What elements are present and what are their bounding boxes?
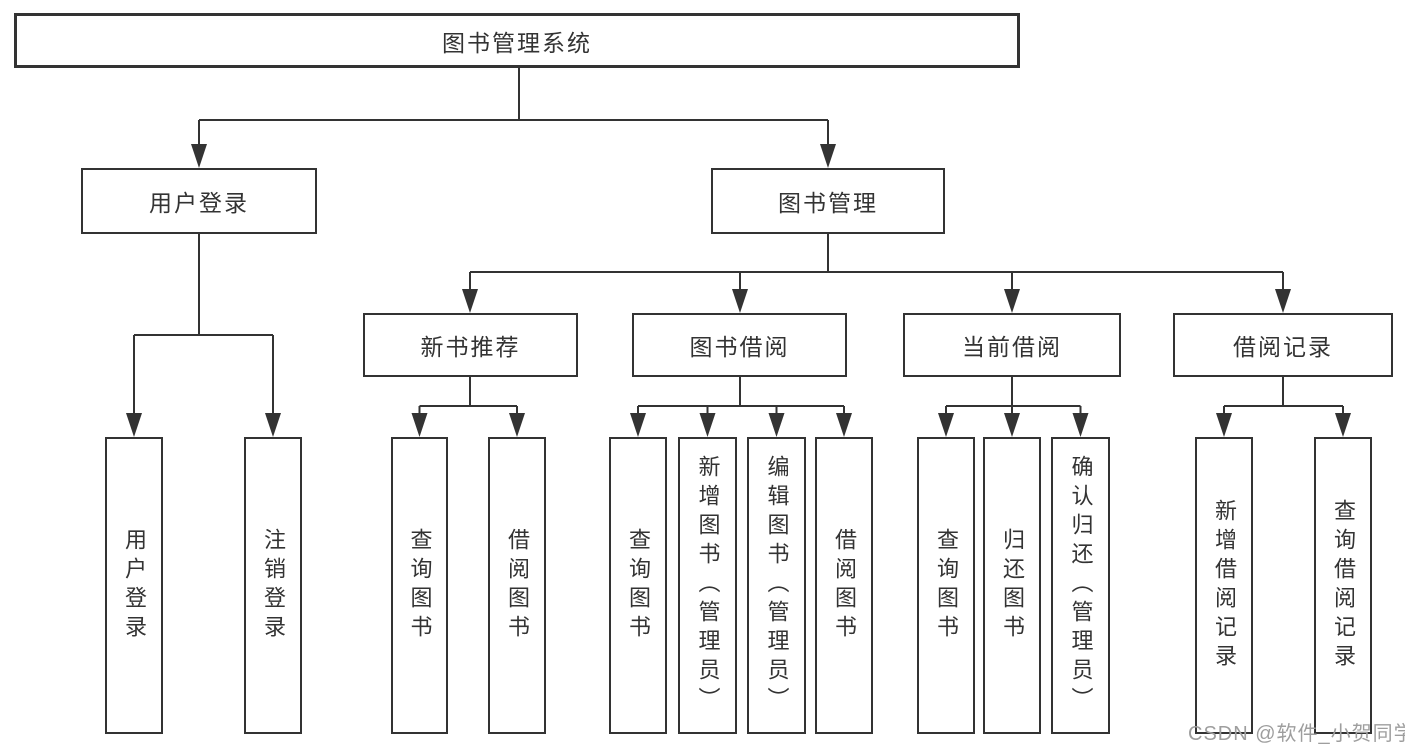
node-label: 新增图书（管理员） (695, 455, 721, 716)
node-label: 新增借阅记录 (1212, 498, 1237, 673)
node-label: 查询图书 (934, 527, 959, 644)
node-label: 查询图书 (626, 527, 651, 644)
leaf-query-books-newbook: 查询图书 (391, 437, 448, 734)
leaf-borrow-books-borrowing: 借阅图书 (815, 437, 873, 734)
leaf-add-borrow-record: 新增借阅记录 (1195, 437, 1253, 734)
csdn-watermark: CSDN @软件_小贺同学 (1188, 723, 1405, 745)
node-label: 用户登录 (149, 190, 249, 216)
node-book-borrowing: 图书借阅 (632, 313, 847, 377)
node-label: 注销登录 (261, 527, 286, 644)
leaf-query-books-borrowing: 查询图书 (609, 437, 667, 734)
node-label: 图书管理系统 (442, 29, 592, 56)
leaf-query-borrow-record: 查询借阅记录 (1314, 437, 1372, 734)
node-label: 归还图书 (1000, 527, 1025, 644)
node-new-book-recommendation: 新书推荐 (363, 313, 578, 377)
node-label: 编辑图书（管理员） (764, 455, 790, 716)
arrowheads (126, 144, 1351, 437)
node-label: 借阅图书 (832, 527, 857, 644)
leaf-user-login: 用户登录 (105, 437, 163, 734)
leaf-edit-books-admin: 编辑图书（管理员） (747, 437, 806, 734)
node-label: 借阅记录 (1233, 334, 1333, 360)
node-label: 用户登录 (122, 527, 147, 644)
node-label: 当前借阅 (962, 334, 1062, 360)
leaf-confirm-return-admin: 确认归还（管理员） (1051, 437, 1110, 734)
node-label: 确认归还（管理员） (1068, 455, 1094, 716)
node-current-borrowing: 当前借阅 (903, 313, 1121, 377)
node-label: 查询图书 (407, 527, 433, 644)
leaf-return-books: 归还图书 (983, 437, 1041, 734)
node-user-login: 用户登录 (81, 168, 317, 234)
node-label: 借阅图书 (505, 527, 530, 644)
node-label: 图书管理 (778, 190, 878, 216)
node-library-management-system: 图书管理系统 (14, 13, 1020, 68)
node-label: 新书推荐 (420, 334, 521, 360)
leaf-borrow-books-newbook: 借阅图书 (488, 437, 546, 734)
leaf-query-books-current: 查询图书 (917, 437, 975, 734)
node-borrowing-records: 借阅记录 (1173, 313, 1393, 377)
leaf-logout: 注销登录 (244, 437, 302, 734)
node-book-management: 图书管理 (711, 168, 945, 234)
node-label: 查询借阅记录 (1331, 498, 1356, 673)
node-label: 图书借阅 (689, 334, 790, 360)
leaf-add-books-admin: 新增图书（管理员） (678, 437, 737, 734)
